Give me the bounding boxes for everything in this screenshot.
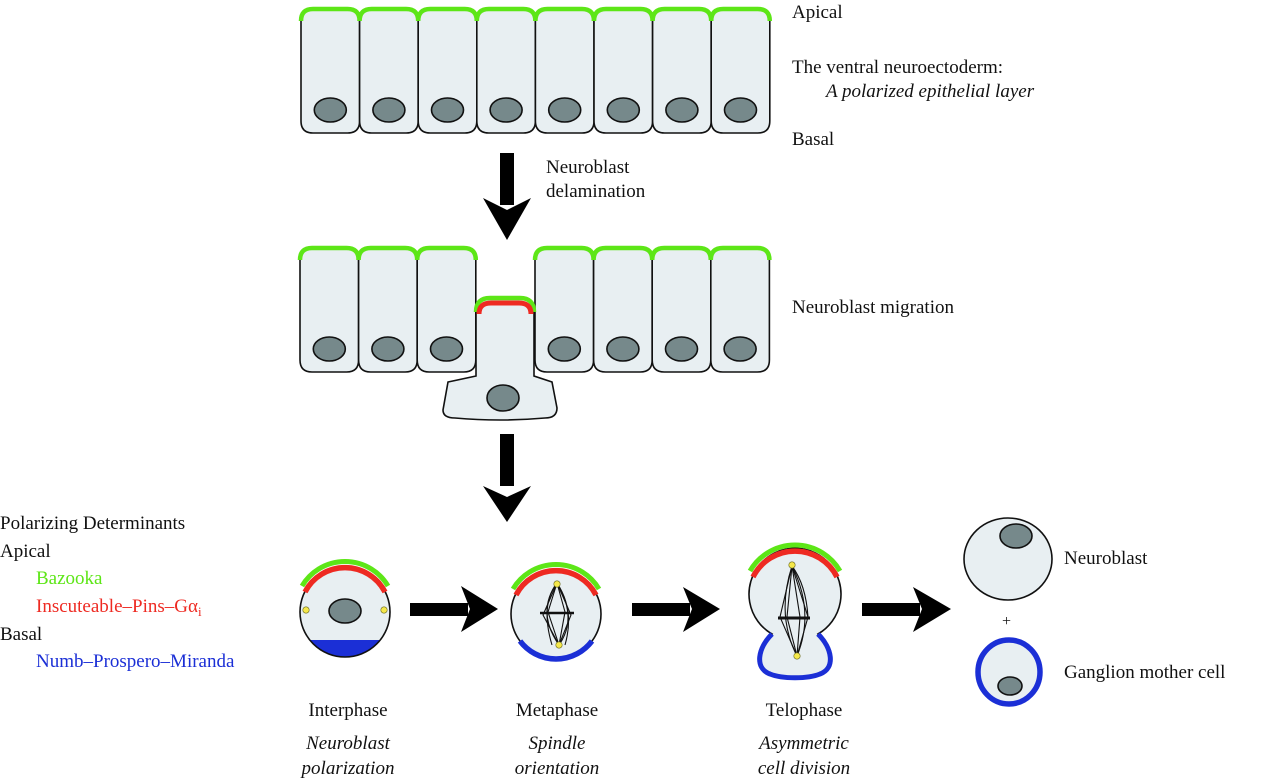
nucleus [313, 97, 348, 123]
centrosome [555, 641, 563, 649]
epithelium-subtitle: A polarized epithelial layer [826, 81, 1035, 102]
apical-crescent-inscuteable [302, 564, 388, 594]
apical-membrane-bazooka [708, 6, 773, 22]
nucleus [606, 336, 640, 362]
migrating-epithelium [297, 245, 772, 421]
epithelial-cell [649, 245, 714, 373]
nucleus [665, 97, 699, 123]
basal-crescent-numb [757, 632, 833, 681]
delamination-label-line1: Neuroblast [546, 157, 630, 178]
metaphase-cell [510, 562, 602, 662]
legend-bazooka: Bazooka [36, 568, 103, 589]
nucleus [723, 97, 758, 123]
legend-title: Polarizing Determinants [0, 513, 186, 534]
nucleus [997, 676, 1023, 696]
centrosome [553, 580, 561, 588]
down-arrow-icon [483, 434, 531, 522]
centrosome [380, 606, 388, 614]
epithelial-cell [415, 6, 480, 134]
neuroblast-cell [963, 517, 1053, 601]
epithelial-cell [297, 245, 361, 373]
phase-telophase-desc1: Asymmetric [759, 733, 849, 754]
telophase-cell [747, 542, 843, 681]
nucleus [429, 336, 464, 362]
epithelial-cell [533, 6, 597, 134]
epithelium-title: The ventral neuroectoderm: [792, 57, 1004, 78]
epithelial-cell [650, 6, 714, 134]
nucleus [547, 97, 582, 123]
legend-basal-heading: Basal [0, 624, 43, 645]
nucleus [371, 336, 405, 362]
centrosome [302, 606, 310, 614]
epithelial-cell [532, 245, 596, 373]
apical-membrane-bazooka [473, 295, 537, 313]
phase-interphase-name: Interphase [308, 700, 388, 721]
right-arrow-icon [632, 587, 720, 632]
apical-crescent-bazooka [747, 542, 843, 573]
legend-inscuteable-subscript: i [197, 604, 202, 619]
migration-label: Neuroblast migration [792, 297, 954, 318]
neuroblast-label: Neuroblast [1064, 548, 1148, 569]
mitotic-spindle [778, 565, 810, 657]
apical-membrane-bazooka [708, 245, 772, 261]
epithelial-cell [591, 6, 655, 134]
plus-sign: + [1002, 613, 1012, 630]
nucleus [430, 97, 465, 123]
epithelial-cell [414, 245, 479, 373]
epithelial-cell [356, 245, 420, 373]
delamination-label-line2: delamination [546, 181, 646, 202]
basal-label: Basal [792, 129, 835, 150]
mitotic-spindle [540, 582, 574, 646]
legend-apical-heading: Apical [0, 541, 51, 562]
nucleus [486, 384, 520, 412]
epithelial-cell [298, 6, 362, 134]
phase-interphase-desc2: polarization [301, 758, 395, 779]
phase-telophase-name: Telophase [765, 700, 843, 721]
nucleus [606, 97, 641, 123]
apical-crescent-bazooka [510, 562, 602, 591]
apical-crescent-inscuteable [476, 300, 534, 315]
epithelial-cell [357, 6, 421, 134]
legend-numb: Numb–Prospero–Miranda [36, 651, 235, 672]
legend-inscuteable-text: Inscuteable–Pins–Gα [36, 596, 198, 617]
nucleus [547, 336, 582, 362]
epithelial-cell [708, 245, 772, 373]
epithelial-cell [474, 6, 538, 134]
phase-interphase-desc1: Neuroblast [306, 733, 390, 754]
phase-metaphase-desc1: Spindle [528, 733, 586, 754]
apical-crescent-bazooka [299, 559, 391, 588]
nucleus [489, 97, 523, 123]
apical-label: Apical [792, 2, 843, 23]
epithelial-cell [591, 245, 655, 373]
down-arrow-icon [483, 153, 531, 240]
apical-crescent-inscuteable [513, 567, 599, 597]
epithelial-cell [708, 6, 773, 134]
nucleus [664, 336, 699, 362]
gmc-label: Ganglion mother cell [1064, 662, 1226, 683]
nucleus [312, 336, 347, 362]
legend-inscuteable: Inscuteable–Pins–Gαi [36, 596, 202, 623]
basal-crescent-numb [517, 639, 595, 662]
centrosome [788, 561, 796, 569]
delaminating-neuroblast [442, 295, 558, 421]
nucleus [723, 336, 757, 362]
right-arrow-icon [410, 586, 498, 632]
interphase-cell [299, 559, 391, 658]
right-arrow-icon [862, 587, 951, 632]
apical-crescent-inscuteable [750, 548, 840, 579]
nucleus [328, 598, 362, 624]
phase-metaphase-name: Metaphase [515, 700, 599, 721]
phase-metaphase-desc2: orientation [514, 758, 600, 779]
ganglion-mother-cell [975, 637, 1043, 707]
nucleus [372, 97, 406, 123]
phase-telophase-desc2: cell division [757, 758, 851, 779]
epithelial-layer [298, 6, 773, 134]
nucleus [999, 523, 1033, 549]
centrosome [793, 652, 801, 660]
apical-membrane-bazooka [414, 245, 479, 261]
